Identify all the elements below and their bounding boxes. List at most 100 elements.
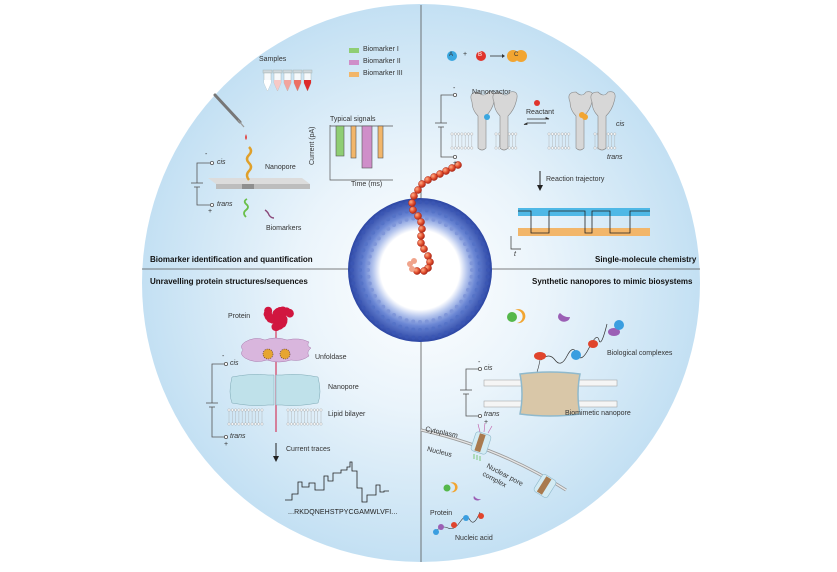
ring-subunit <box>431 326 436 331</box>
legend-label-2: Biomarker II <box>363 58 401 65</box>
biomarker-green <box>243 198 249 218</box>
ring-subunit <box>369 219 374 224</box>
ring-subunit <box>404 201 409 206</box>
protein-subunit <box>285 308 294 317</box>
ring-subunit <box>392 313 396 318</box>
ring-subunit <box>464 230 469 235</box>
ring-subunit <box>358 261 363 266</box>
polymer-bead <box>409 266 415 272</box>
ring-subunit <box>358 235 363 240</box>
ring-subunit <box>468 254 473 259</box>
ring-subunit <box>476 281 481 286</box>
ring-subunit <box>418 328 422 332</box>
ring-subunit <box>366 268 370 272</box>
ring-subunit <box>459 236 464 241</box>
ring-subunit <box>424 216 429 221</box>
ring-subunit <box>460 225 465 230</box>
signal-event-bar <box>377 125 384 159</box>
protein-subunit <box>266 314 275 323</box>
lipid-bilayer <box>547 132 571 150</box>
title-biomarker-identification: Biomarker identification and quantificat… <box>150 255 313 264</box>
ring-subunit <box>385 208 390 213</box>
ring-subunit <box>350 268 354 272</box>
label-unfoldase: Unfoldase <box>315 354 347 361</box>
ring-subunit <box>367 236 372 241</box>
ring-subunit <box>449 226 454 231</box>
ring-subunit <box>437 333 442 338</box>
ring-subunit <box>437 316 442 321</box>
sample-tube <box>272 69 283 92</box>
ring-subunit <box>454 304 459 309</box>
ring-subunit <box>371 305 376 310</box>
label-reaction-trajectory: Reaction trajectory <box>546 176 605 183</box>
legend-swatch <box>349 60 359 65</box>
ring-subunits <box>350 200 490 340</box>
ring-subunit <box>478 268 482 272</box>
legend-label-3: Biomarker III <box>363 70 403 77</box>
ring-subunit <box>461 320 466 325</box>
ring-subunit <box>404 326 409 331</box>
legend-swatch <box>349 48 359 53</box>
ring-subunit <box>424 327 429 332</box>
ring-subunit <box>398 202 403 207</box>
polymer-bead-chain <box>407 161 462 275</box>
polymer-bead <box>409 206 417 214</box>
nuclear-pore-complex <box>470 422 557 498</box>
nanoreactor-pores <box>450 91 617 151</box>
label-cis-bl: cis <box>230 360 239 367</box>
ring-subunit <box>367 281 372 286</box>
ring-subunit <box>424 200 429 205</box>
label-plus-tr: + <box>453 160 458 167</box>
sample-tube <box>302 69 313 92</box>
ring-subunit <box>477 300 482 305</box>
label-biomimetic-nanopore: Biomimetic nanopore <box>565 410 631 417</box>
pipette-icon <box>213 93 247 140</box>
ring-subunit <box>424 319 429 324</box>
label-plus-bl: + <box>224 441 229 448</box>
ring-subunit <box>483 248 488 253</box>
ring-subunit <box>380 211 385 216</box>
nanopore-strand <box>245 146 253 181</box>
signal-event-bar <box>361 125 373 169</box>
ring-subunit <box>461 215 466 220</box>
protein-subunit <box>279 315 288 324</box>
label-current-traces: Current traces <box>286 446 331 453</box>
ring-subunit <box>358 268 362 272</box>
ring-subunit <box>376 299 381 304</box>
ring-subunit <box>444 205 449 210</box>
ring-subunit <box>358 274 363 279</box>
ring-subunit <box>361 230 366 235</box>
ring-subunit <box>404 318 409 323</box>
ring-subunit <box>411 319 416 324</box>
ring-subunit <box>367 254 372 259</box>
ring-subunit <box>485 274 490 279</box>
ring-subunit <box>466 219 471 224</box>
ring-subunit <box>351 281 356 286</box>
ring-subunit <box>484 281 489 286</box>
polymer-bead <box>454 161 462 169</box>
biomimetic-membrane <box>483 371 618 417</box>
ring-subunit <box>361 287 366 292</box>
ring-subunit <box>459 299 464 304</box>
ring-subunit <box>474 305 479 310</box>
ring-subunit <box>468 281 473 286</box>
polymer-bead <box>418 225 426 233</box>
ring-subunit <box>450 327 455 332</box>
ring-subunit <box>375 310 380 315</box>
nucleus-molecules <box>433 482 484 535</box>
solid-state-membrane <box>208 178 310 189</box>
ring-subunit <box>372 294 377 298</box>
ring-subunit <box>480 241 485 246</box>
ring-subunit <box>359 254 364 259</box>
circuit-top-left <box>191 160 214 207</box>
current-trace <box>285 461 389 503</box>
ring-subunit <box>386 217 391 222</box>
ring-subunit <box>463 294 468 298</box>
sample-tube <box>292 69 303 92</box>
ring-subunit <box>476 254 481 259</box>
protein-molecule <box>263 306 294 331</box>
ring-subunit <box>375 225 380 230</box>
biomarker-legend <box>349 48 359 77</box>
ring-subunit <box>472 241 477 246</box>
